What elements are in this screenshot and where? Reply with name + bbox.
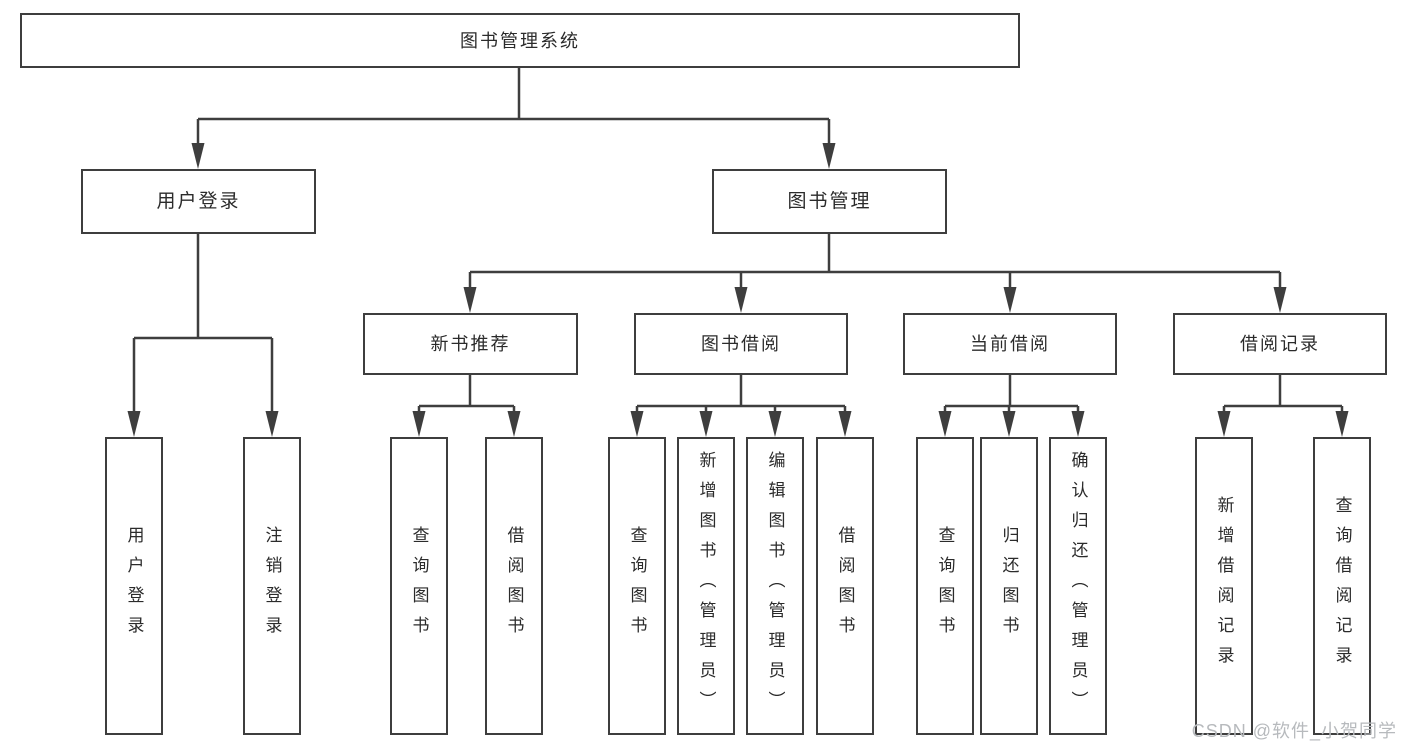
node-book-borrowing: 图书借阅 [634,313,848,375]
leaf-edit-books-admin: 编辑图书（管理员） [746,437,804,735]
node-user-login: 用户登录 [81,169,316,234]
node-current-borrowing: 当前借阅 [903,313,1117,375]
node-library-system: 图书管理系统 [20,13,1020,68]
leaf-query-books-2: 查询图书 [608,437,666,735]
leaf-query-books-3: 查询图书 [916,437,974,735]
leaf-query-borrow-record: 查询借阅记录 [1313,437,1371,735]
leaf-add-borrow-record: 新增借阅记录 [1195,437,1253,735]
leaf-user-login: 用户登录 [105,437,163,735]
node-book-management: 图书管理 [712,169,947,234]
watermark-text: CSDN @软件_小贺同学 [1191,721,1397,741]
node-borrowing-records: 借阅记录 [1173,313,1387,375]
leaf-query-books-1: 查询图书 [390,437,448,735]
node-new-book-recommend: 新书推荐 [363,313,578,375]
leaf-return-books: 归还图书 [980,437,1038,735]
leaf-borrow-books-2: 借阅图书 [816,437,874,735]
leaf-confirm-return-admin: 确认归还（管理员） [1049,437,1107,735]
leaf-borrow-books-1: 借阅图书 [485,437,543,735]
leaf-logout: 注销登录 [243,437,301,735]
leaf-add-books-admin: 新增图书（管理员） [677,437,735,735]
